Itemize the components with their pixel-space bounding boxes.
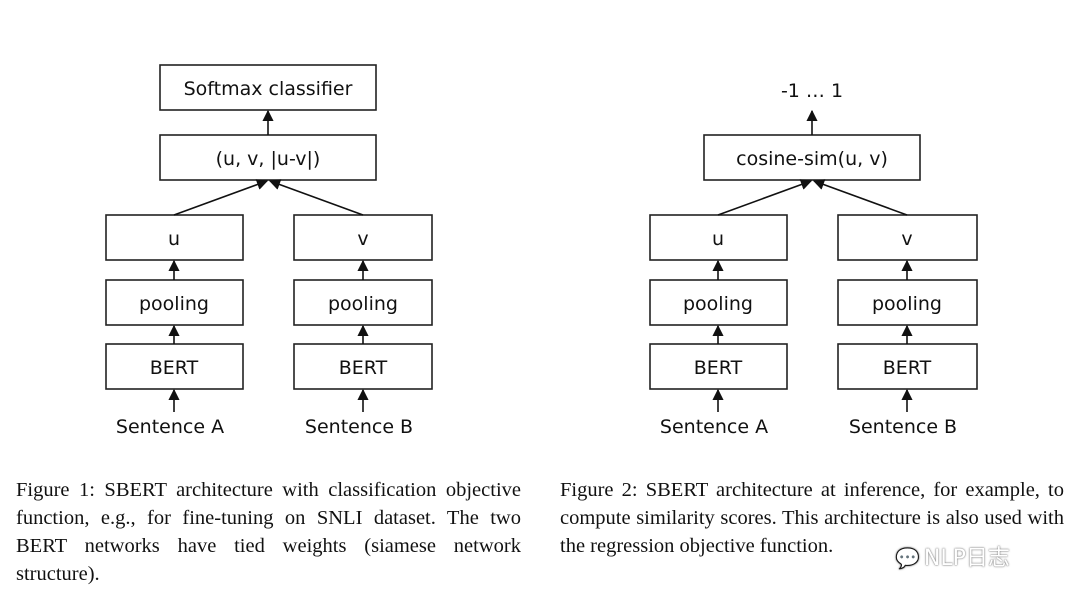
figure1-diagram: Softmax classifier (u, v, |u-v|) u v poo… — [105, 64, 433, 438]
bert-right-label: BERT — [339, 357, 388, 379]
wechat-icon: 💬 — [895, 546, 920, 570]
sentence-a-label: Sentence A — [116, 416, 224, 438]
figure1-caption: Figure 1: SBERT architecture with classi… — [16, 479, 521, 585]
similarity-range-label: -1 … 1 — [781, 80, 843, 102]
figure2-caption: Figure 2: SBERT architecture at inferenc… — [560, 479, 1064, 557]
embedding-u-box — [649, 214, 788, 261]
pooling-left-box — [649, 279, 788, 326]
pooling-right-box — [293, 279, 433, 326]
pooling-left-label: pooling — [683, 293, 753, 315]
arrow-v-to-concat — [268, 179, 364, 216]
embedding-v-label: v — [901, 228, 912, 250]
embedding-u-label: u — [712, 228, 724, 250]
softmax-classifier-label: Softmax classifier — [184, 78, 353, 100]
watermark-text: NLP日志 — [923, 546, 1010, 571]
pooling-left-label: pooling — [139, 293, 209, 315]
embedding-v-label: v — [357, 228, 368, 250]
figure2-diagram: -1 … 1 cosine-sim(u, v) u v pooling pool… — [649, 80, 978, 438]
embedding-u-label: u — [168, 228, 180, 250]
softmax-classifier-box — [159, 64, 377, 111]
sentence-b-label: Sentence B — [305, 416, 413, 438]
pooling-right-label: pooling — [872, 293, 942, 315]
pooling-right-box — [837, 279, 978, 326]
bert-right-box — [293, 343, 433, 390]
bert-right-label: BERT — [883, 357, 932, 379]
concat-box — [159, 134, 377, 181]
cosine-sim-label: cosine-sim(u, v) — [736, 148, 888, 170]
bert-left-label: BERT — [694, 357, 743, 379]
bert-left-label: BERT — [150, 357, 199, 379]
sbert-diagrams: Softmax classifier (u, v, |u-v|) u v poo… — [105, 64, 978, 438]
arrow-u-to-concat — [173, 179, 269, 216]
embedding-v-box — [837, 214, 978, 261]
sentence-b-label: Sentence B — [849, 416, 957, 438]
embedding-v-box — [293, 214, 433, 261]
arrow-v-to-cosine — [812, 179, 908, 216]
concat-label: (u, v, |u-v|) — [216, 148, 321, 170]
sentence-a-label: Sentence A — [660, 416, 768, 438]
watermark: 💬NLP日志 — [895, 540, 1010, 572]
bert-right-box — [837, 343, 978, 390]
pooling-right-label: pooling — [328, 293, 398, 315]
bert-left-box — [649, 343, 788, 390]
arrow-u-to-cosine — [717, 179, 813, 216]
